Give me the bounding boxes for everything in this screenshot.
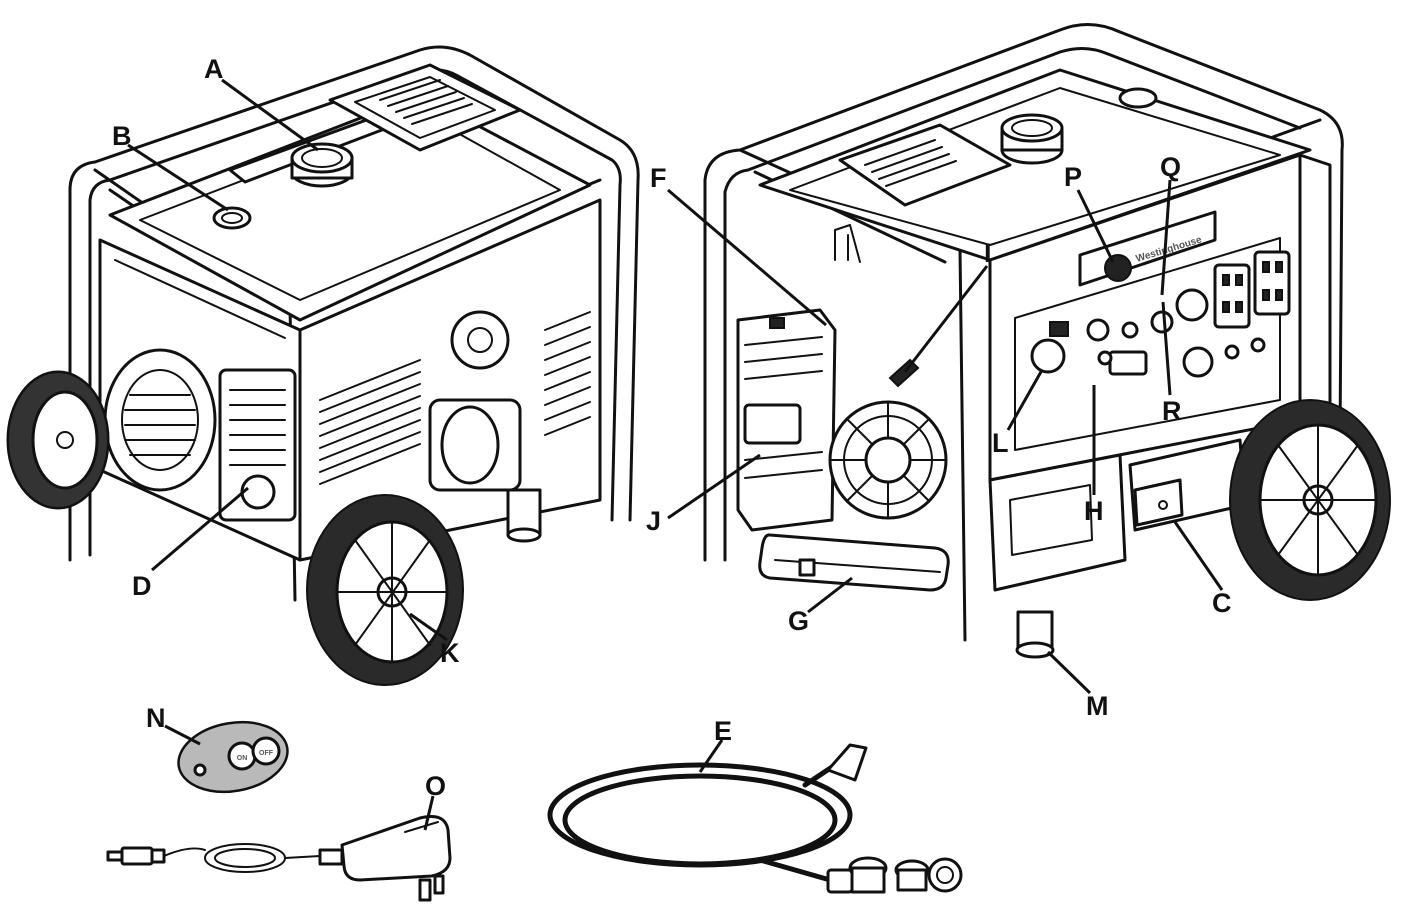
- regulator: [826, 856, 963, 894]
- callout-g: G: [788, 606, 809, 636]
- callout-d: D: [132, 571, 152, 601]
- left-housing-top: [108, 93, 592, 322]
- alternator-end: [103, 348, 217, 492]
- lpg-hose-e: [547, 743, 963, 894]
- air-filter-j: [736, 308, 837, 532]
- callout-j: J: [646, 506, 661, 536]
- side-vents: [319, 311, 591, 485]
- charger-o: [106, 815, 452, 902]
- handle-g: [758, 533, 950, 592]
- generator-right-view: Westinghouse: [703, 23, 1391, 659]
- control-panel: Westinghouse: [988, 153, 1302, 482]
- right-wheel: [1229, 399, 1391, 601]
- callout-n: N: [146, 703, 166, 733]
- muffler: [218, 368, 297, 522]
- callout-k: K: [440, 638, 460, 668]
- hatch-grille: [379, 79, 473, 125]
- callout-b: B: [112, 121, 132, 151]
- left-rear-wheel: [6, 370, 110, 510]
- remote-off-label: OFF: [259, 750, 274, 757]
- callout-o: O: [425, 771, 446, 801]
- callout-f: F: [650, 163, 667, 193]
- callout-labels: A B C D E F G H I J K L M N O P Q R: [112, 54, 1232, 801]
- callout-r: R: [1162, 396, 1182, 426]
- right-fuel-cap: [1000, 113, 1064, 165]
- callout-c: C: [1212, 588, 1232, 618]
- fuel-gauge: [212, 206, 252, 230]
- battery-box-c: [1128, 438, 1247, 532]
- fuel-cap: [290, 142, 354, 188]
- left-foot: [506, 488, 542, 543]
- outlets: [1150, 250, 1291, 378]
- remote-fob-n: ON OFF: [177, 720, 289, 794]
- leader-lines: [127, 78, 1224, 831]
- remote-on-label: ON: [237, 755, 248, 762]
- engine-starter: [428, 310, 522, 492]
- callout-q: Q: [1160, 152, 1181, 182]
- left-frame-tube: [68, 45, 640, 562]
- callout-l: L: [992, 428, 1009, 458]
- callout-p: P: [1064, 162, 1082, 192]
- right-hatch-grille: [864, 139, 957, 187]
- right-housing-top: [758, 68, 1312, 262]
- engine-start-switch: [1030, 338, 1066, 374]
- callout-h: H: [1084, 496, 1104, 526]
- callout-e: E: [714, 716, 732, 746]
- recoil-fan: [828, 400, 948, 520]
- callout-a: A: [204, 54, 224, 84]
- choke-lever: [888, 358, 920, 388]
- brand-logo-icon: [1104, 254, 1132, 282]
- right-frame-tube: [703, 23, 1344, 562]
- callout-i: I: [984, 238, 992, 268]
- foot-m: [1015, 610, 1055, 659]
- generator-left-view: [6, 45, 640, 686]
- wheel-k: [306, 494, 464, 686]
- callout-m: M: [1086, 691, 1109, 721]
